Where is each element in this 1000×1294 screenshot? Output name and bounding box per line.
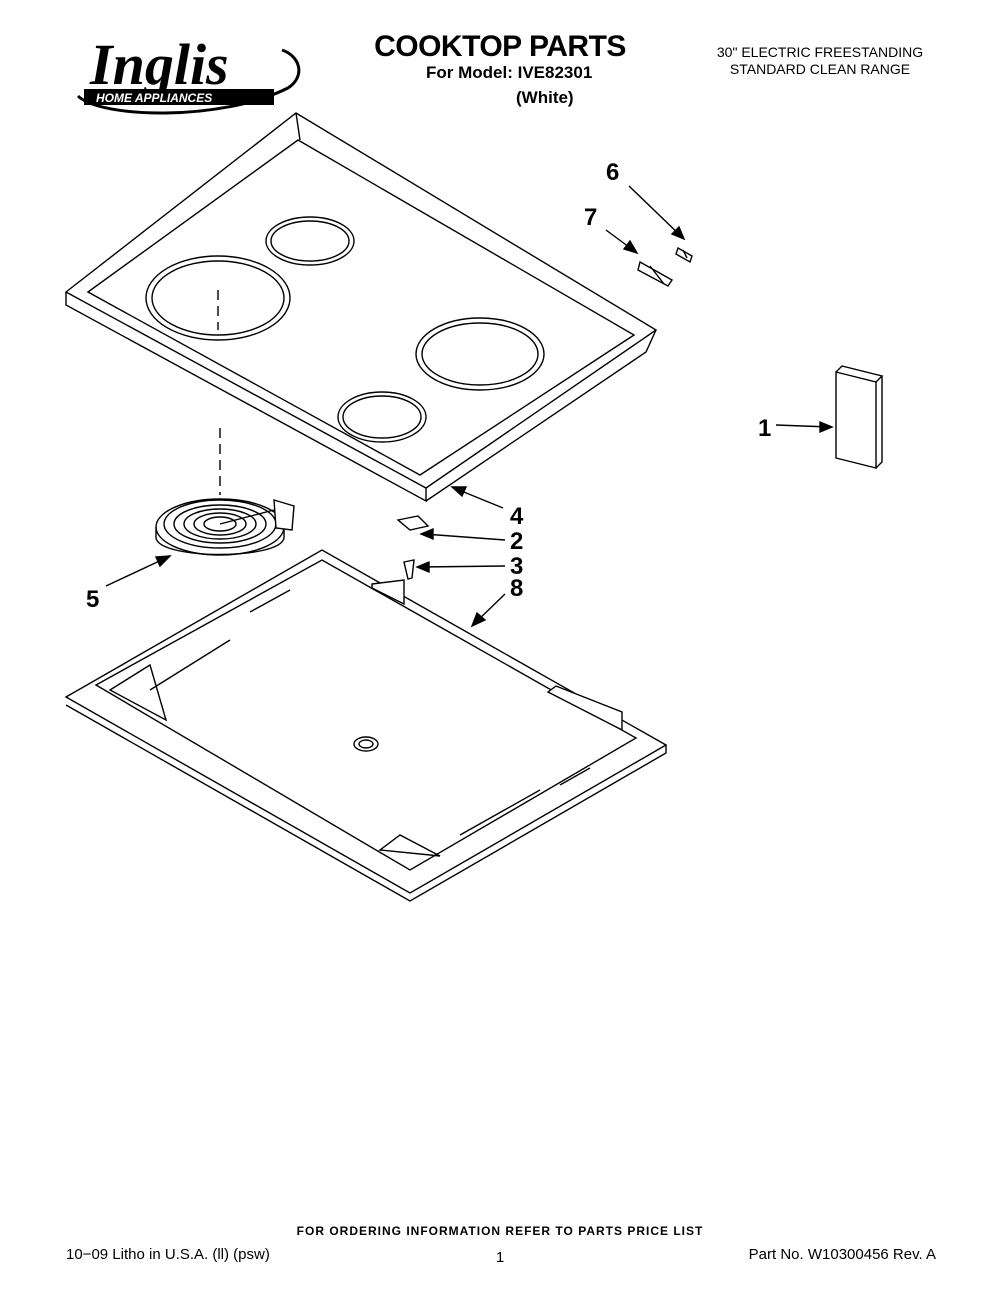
range-type-line-1: 30" ELECTRIC FREESTANDING bbox=[716, 44, 924, 60]
callout-3: 3 bbox=[510, 553, 523, 580]
element-opening-large-right bbox=[415, 317, 545, 391]
element-bracket-clip bbox=[396, 515, 430, 531]
inglis-logo: Inglis HOME APPLIANCES bbox=[76, 32, 301, 115]
cooktop-hinge-screw bbox=[675, 246, 693, 264]
model-number: For Model: IVE82301 bbox=[426, 63, 593, 82]
callout-1: 1 bbox=[758, 415, 771, 442]
logo-brand-text: Inglis bbox=[89, 32, 229, 97]
page-title: COOKTOP PARTS bbox=[374, 30, 626, 63]
cooktop bbox=[64, 112, 658, 503]
logo-sub-text: HOME APPLIANCES bbox=[96, 91, 212, 105]
callout-4: 4 bbox=[510, 503, 524, 530]
element-opening-small-rear bbox=[265, 216, 355, 266]
element-opening-small-front bbox=[337, 391, 427, 443]
cooktop-parts-diagram: 1 2 3 4 5 6 7 8 bbox=[64, 112, 884, 902]
part-number: Part No. W10300456 Rev. A bbox=[748, 1246, 936, 1263]
burner-box-tray bbox=[64, 549, 668, 902]
callout-2: 2 bbox=[510, 528, 523, 555]
range-type-line-2: STANDARD CLEAN RANGE bbox=[729, 61, 911, 77]
litho-info: 10−09 Litho in U.S.A. (ll) (psw) bbox=[66, 1246, 270, 1263]
leader-arrow-6 bbox=[628, 185, 685, 240]
leader-arrow-3 bbox=[419, 565, 506, 568]
ordering-note: FOR ORDERING INFORMATION REFER TO PARTS … bbox=[296, 1224, 704, 1238]
side-panel-part bbox=[835, 371, 877, 469]
surface-element bbox=[155, 428, 295, 556]
page-number: 1 bbox=[495, 1249, 505, 1266]
callout-8: 8 bbox=[510, 575, 523, 602]
model-color: (White) bbox=[516, 88, 574, 107]
element-opening-large-left bbox=[145, 255, 291, 341]
element-screw bbox=[403, 559, 415, 580]
callout-5: 5 bbox=[86, 586, 99, 613]
callout-6: 6 bbox=[606, 159, 619, 186]
callout-7: 7 bbox=[584, 204, 597, 231]
leader-arrow-2 bbox=[423, 533, 506, 541]
cooktop-hold-down-clip bbox=[637, 260, 674, 287]
